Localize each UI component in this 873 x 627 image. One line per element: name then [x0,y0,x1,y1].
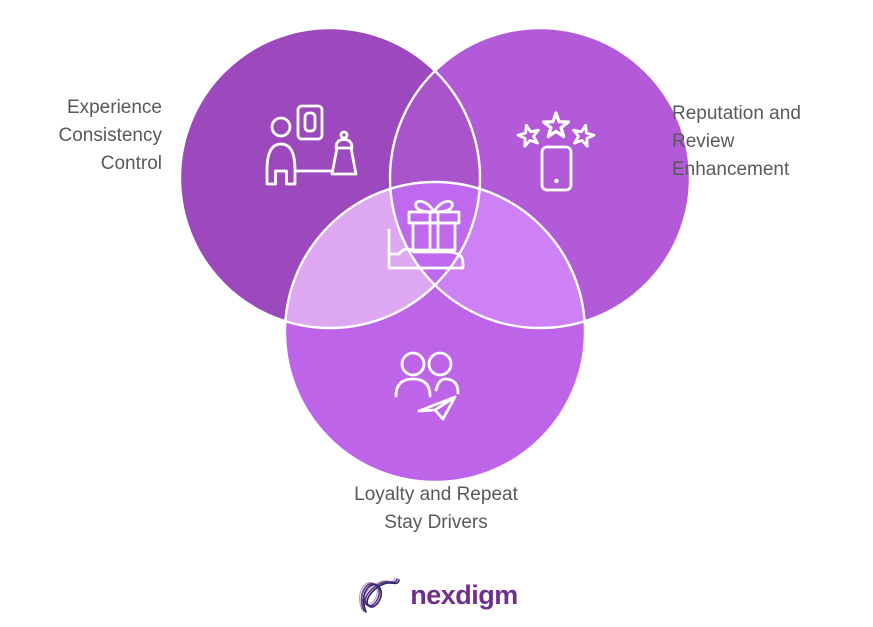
circle-outline-bottom [283,180,587,484]
nexdigm-logo-icon [359,577,401,613]
nexdigm-logo-text: nexdigm [410,579,518,610]
nexdigm-logo: nexdigm [0,574,873,616]
label-line: Consistency [58,125,163,146]
hotel-gift-bed-icon [387,199,465,270]
label-line: Control [100,153,162,174]
guests-travel-plane-icon [394,351,460,421]
label-line: Enhancement [672,159,790,180]
label-loyalty-repeat-stay-drivers: Loyalty and Repeat Stay Drivers [281,481,591,537]
stars-review-phone-icon [514,111,598,192]
label-experience-consistency-control: Experience Consistency Control [22,94,163,178]
label-line: Reputation and [672,103,801,124]
label-line: Stay Drivers [384,512,488,533]
label-line: Experience [66,97,162,118]
circle-outline-left [178,26,482,330]
overlap-right-bottom [390,182,585,328]
label-line: Loyalty and Repeat [354,484,518,505]
label-line: Review [672,131,735,152]
overlap-left-bottom [285,182,480,328]
circle-outline-right [388,26,692,330]
front-desk-icon [265,104,358,186]
label-reputation-review-enhancement: Reputation and Review Enhancement [672,100,862,184]
